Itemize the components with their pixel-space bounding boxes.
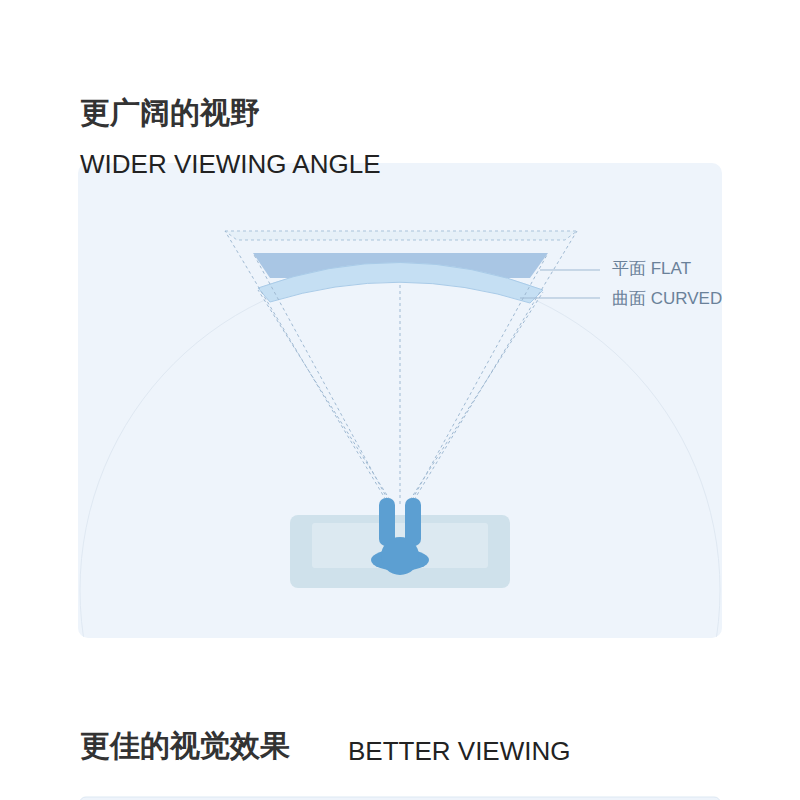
viewer [371, 498, 429, 575]
frame-outline [225, 231, 577, 240]
panel [80, 797, 720, 800]
callout-label: 平面 FLAT [612, 259, 691, 279]
sofa [290, 515, 510, 588]
panel [78, 163, 722, 638]
heading: 更广阔的视野 [80, 95, 260, 131]
heading: 更佳的视觉效果 [80, 728, 290, 764]
subheading: WIDER VIEWING ANGLE [80, 149, 381, 180]
callout-label: 曲面 CURVED [612, 289, 722, 309]
leader-line [540, 270, 600, 271]
leader-line [520, 298, 600, 299]
curved-screen [258, 262, 543, 303]
subheading: BETTER VIEWING [348, 736, 570, 767]
view-arc [80, 270, 720, 638]
sight-lines [225, 231, 577, 505]
